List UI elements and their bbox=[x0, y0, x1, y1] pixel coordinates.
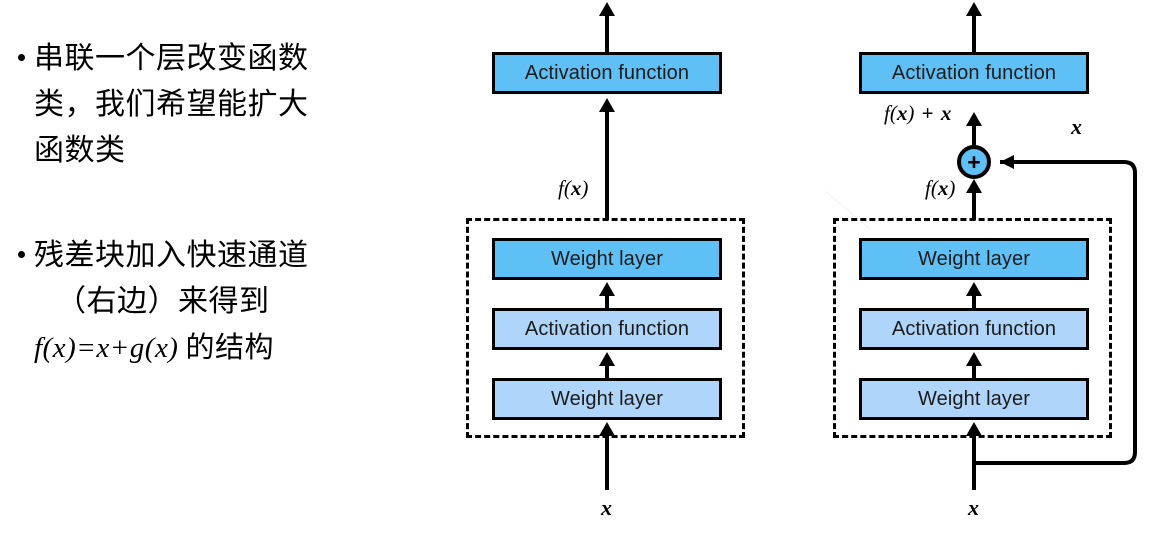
residual-node-activation-top-label: Activation function bbox=[891, 61, 1057, 84]
residual-below-sum-label-text: f(x) bbox=[925, 176, 956, 200]
residual-node-weight-bottom-label: Weight layer bbox=[918, 387, 1030, 410]
plain-output-arrowhead bbox=[599, 2, 615, 16]
bullet-marker-icon bbox=[18, 54, 25, 61]
bullet-2-text: 残差块加入快速通道 （右边）来得到 f(x)=x+g(x)的结构 bbox=[34, 233, 309, 371]
residual-above-sum-label: f(x) + x bbox=[884, 101, 951, 126]
residual-fx-line bbox=[972, 192, 976, 220]
bullet-1-line-2: 类，我们希望能扩大 bbox=[34, 88, 309, 121]
formula-suffix: 的结构 bbox=[185, 332, 274, 364]
plain-output-line bbox=[605, 14, 609, 54]
plain-node-weight-bottom: Weight layer bbox=[492, 378, 722, 420]
residual-below-sum-label: f(x) bbox=[925, 176, 955, 201]
residual-sum-out-line bbox=[972, 125, 976, 147]
bullet-marker-icon bbox=[18, 251, 25, 258]
plain-line-3 bbox=[605, 365, 609, 383]
plain-fx-label-text: f(x) bbox=[558, 176, 589, 200]
bullet-2-formula: f(x)=x+g(x)的结构 bbox=[34, 325, 309, 371]
bullet-text-panel: 串联一个层改变函数 类，我们希望能扩大 函数类 残差块加入快速通道 （右边）来得… bbox=[0, 0, 450, 536]
residual-node-weight-bottom: Weight layer bbox=[859, 378, 1089, 420]
residual-node-weight-top: Weight layer bbox=[859, 238, 1089, 280]
bullet-item-2: 残差块加入快速通道 （右边）来得到 f(x)=x+g(x)的结构 bbox=[18, 233, 309, 371]
formula-plus: + bbox=[109, 332, 130, 364]
plain-node-activation-mid: Activation function bbox=[492, 308, 722, 350]
residual-skip-label: x bbox=[1071, 114, 1082, 139]
formula-term-2: g(x) bbox=[129, 332, 179, 364]
residual-input-line bbox=[972, 435, 976, 490]
plain-block-diagram: Activation function f(x) Weight layer Ac… bbox=[460, 0, 760, 536]
plain-fx-line bbox=[605, 112, 609, 220]
residual-input-arrowhead bbox=[966, 422, 982, 436]
bullet-2-line-1: 残差块加入快速通道 bbox=[34, 239, 309, 272]
residual-arrowhead-3 bbox=[966, 352, 982, 366]
plain-input-line bbox=[605, 435, 609, 490]
residual-fx-arrowhead bbox=[966, 179, 982, 193]
residual-sum-out-arrowhead bbox=[966, 112, 982, 126]
residual-sum-node-label: + bbox=[967, 148, 981, 175]
plain-fx-arrowhead bbox=[599, 98, 615, 112]
residual-node-activation-mid-label: Activation function bbox=[891, 317, 1057, 340]
residual-node-activation-top: Activation function bbox=[859, 52, 1089, 94]
residual-block-diagram: Activation function f(x) + x + f(x) x We… bbox=[824, 0, 1151, 536]
plain-node-weight-top: Weight layer bbox=[492, 238, 722, 280]
residual-line-3 bbox=[972, 365, 976, 383]
formula-equals: = bbox=[76, 332, 97, 364]
bullet-2-line-2: （右边）来得到 bbox=[56, 285, 270, 318]
residual-above-sum-label-text: f(x) + x bbox=[884, 101, 952, 125]
bullet-1-line-3: 函数类 bbox=[34, 134, 126, 167]
residual-arrowhead-2 bbox=[966, 282, 982, 296]
plain-fx-label: f(x) bbox=[558, 176, 588, 201]
residual-node-weight-top-label: Weight layer bbox=[918, 247, 1030, 270]
formula-term-1: x bbox=[96, 332, 110, 364]
plain-arrowhead-3 bbox=[599, 352, 615, 366]
residual-input-label: x bbox=[968, 495, 979, 520]
residual-skip-connection bbox=[974, 155, 1137, 465]
plain-arrowhead-2 bbox=[599, 282, 615, 296]
plain-node-weight-top-label: Weight layer bbox=[551, 247, 663, 270]
residual-output-line bbox=[972, 14, 976, 54]
plain-node-activation-top-label: Activation function bbox=[524, 61, 690, 84]
plain-node-activation-mid-label: Activation function bbox=[524, 317, 690, 340]
formula-lhs: f(x) bbox=[34, 332, 77, 364]
residual-line-2 bbox=[972, 295, 976, 313]
residual-sum-node: + bbox=[957, 145, 991, 179]
bullet-item-1: 串联一个层改变函数 类，我们希望能扩大 函数类 bbox=[18, 36, 309, 174]
plain-input-label: x bbox=[601, 495, 612, 520]
plain-node-activation-top: Activation function bbox=[492, 52, 722, 94]
plain-input-arrowhead bbox=[599, 422, 615, 436]
bullet-1-text: 串联一个层改变函数 类，我们希望能扩大 函数类 bbox=[34, 36, 309, 174]
plain-line-2 bbox=[605, 295, 609, 313]
plain-node-weight-bottom-label: Weight layer bbox=[551, 387, 663, 410]
residual-output-arrowhead bbox=[966, 2, 982, 16]
bullet-1-line-1: 串联一个层改变函数 bbox=[34, 42, 309, 75]
residual-node-activation-mid: Activation function bbox=[859, 308, 1089, 350]
